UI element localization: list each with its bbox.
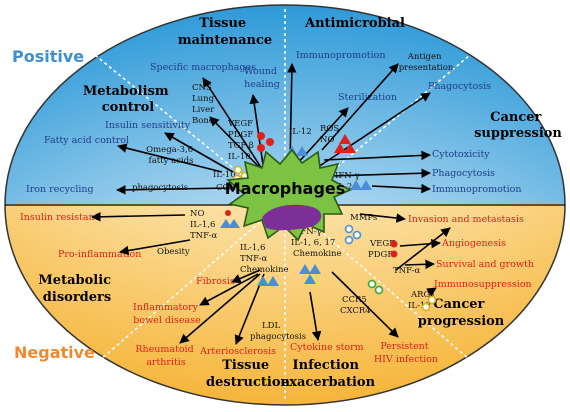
mediator-no-il6-tnf: NO IL-1,6 TNF-α: [190, 209, 218, 241]
section-infection-exacerbation: Infection exacerbation: [281, 358, 376, 390]
center-label: Macrophages: [225, 179, 346, 198]
mediator-ldl-phagocytosis: LDL phagocytosis: [250, 321, 306, 342]
mediator-il6-tnf-chemokine: IL-1,6 TNF-α Chemokine: [240, 243, 289, 275]
sector-dividers: [94, 8, 471, 402]
section-metabolic-disorders: Metabolic disorders: [38, 273, 115, 305]
outcome-phagocytosis-right: Phagocytosis: [432, 168, 495, 179]
outcome-phagocytosis-top: Phagocytosis: [428, 81, 491, 92]
mediator-arg1-il10: ARG1 IL-10: [408, 290, 438, 311]
outcome-cytokine-storm: Cytokine storm: [290, 342, 364, 353]
outcome-pro-inflammation: Pro-inflammation: [58, 249, 141, 260]
outcome-wound-healing: Wound healing: [244, 66, 280, 90]
mediator-ccr5-cxcr4: CCR5 CXCR4: [340, 295, 371, 316]
outcome-insulin-sensitivity: Insulin sensitivity: [105, 120, 191, 131]
outcome-iron-recycling: Iron recycling: [26, 184, 94, 195]
outcome-immunosuppression: Immunosuppression: [434, 279, 532, 290]
outcome-rheumatoid-arthritis: Rheumatoid arthritis: [135, 344, 196, 368]
section-cancer-suppression: Cancer suppression: [474, 110, 562, 141]
mediator-il12: IL-12: [289, 127, 312, 137]
section-cancer-progression: Cancer progression: [418, 297, 505, 329]
section-antimicrobial: Antimicrobial: [304, 16, 405, 31]
section-tissue-destruction: Tissue destruction: [206, 358, 291, 390]
outcome-immunopromotion-right: Immunopromotion: [432, 184, 522, 195]
omega-fatty-acids: Omega-3,6 fatty acids: [146, 145, 196, 166]
outcome-survival-growth: Survival and growth: [436, 259, 534, 270]
outcome-inflammatory-bowel-disease: Inflammatory bowel disease: [133, 302, 201, 326]
outcome-invasion-metastasis: Invasion and metastasis: [408, 214, 524, 225]
arrows: [91, 63, 451, 345]
organ-list: CNS Lung Liver Bone: [192, 83, 217, 126]
iron-phagocytosis-label: phagocytosis: [132, 183, 188, 193]
mediator-vegf-pdgf: VEGF PDGF: [368, 239, 398, 260]
mediator-mmps: MMPs: [350, 213, 377, 223]
negative-label: Negative: [14, 343, 95, 362]
nucleus: [262, 204, 322, 231]
mediator-ifn-il1-chemokine: IFN-γ IL-1, 6, 17 Chemokine: [291, 227, 342, 259]
mediator-symbols: [220, 132, 437, 312]
section-metabolism-control: Metabolism control: [83, 84, 173, 115]
mediator-il10: IL-10: [213, 170, 236, 180]
outcome-angiogenesis: Angiogenesis: [441, 238, 506, 249]
outcome-insulin-resistant: Insulin resistant: [20, 212, 99, 223]
outcome-fatty-acid-control: Fatty acid control: [44, 135, 129, 146]
mediator-tnf: TNF-α: [393, 266, 420, 276]
outcome-cytotoxicity: Cytotoxicity: [432, 149, 490, 160]
negative-half: [5, 204, 565, 405]
outcome-fibrosis: Fibrosis: [196, 276, 235, 287]
outcome-persistent-hiv: Persistent HIV infection: [374, 341, 438, 365]
section-tissue-maintenance: Tissue maintenance: [178, 16, 272, 48]
outcome-antigen-presentation: Antigen presentation: [399, 52, 454, 73]
outcome-specific-macrophages: Specific macrophages: [150, 62, 256, 73]
positive-label: Positive: [12, 47, 84, 66]
macrophage-cell: Macrophages: [225, 148, 352, 242]
outcome-immunopromotion-top: Immunopromotion: [296, 50, 386, 61]
outcome-arteriosclerosis: Arteriosclerosis: [199, 346, 276, 357]
mediator-obesity: Obesity: [157, 247, 190, 257]
